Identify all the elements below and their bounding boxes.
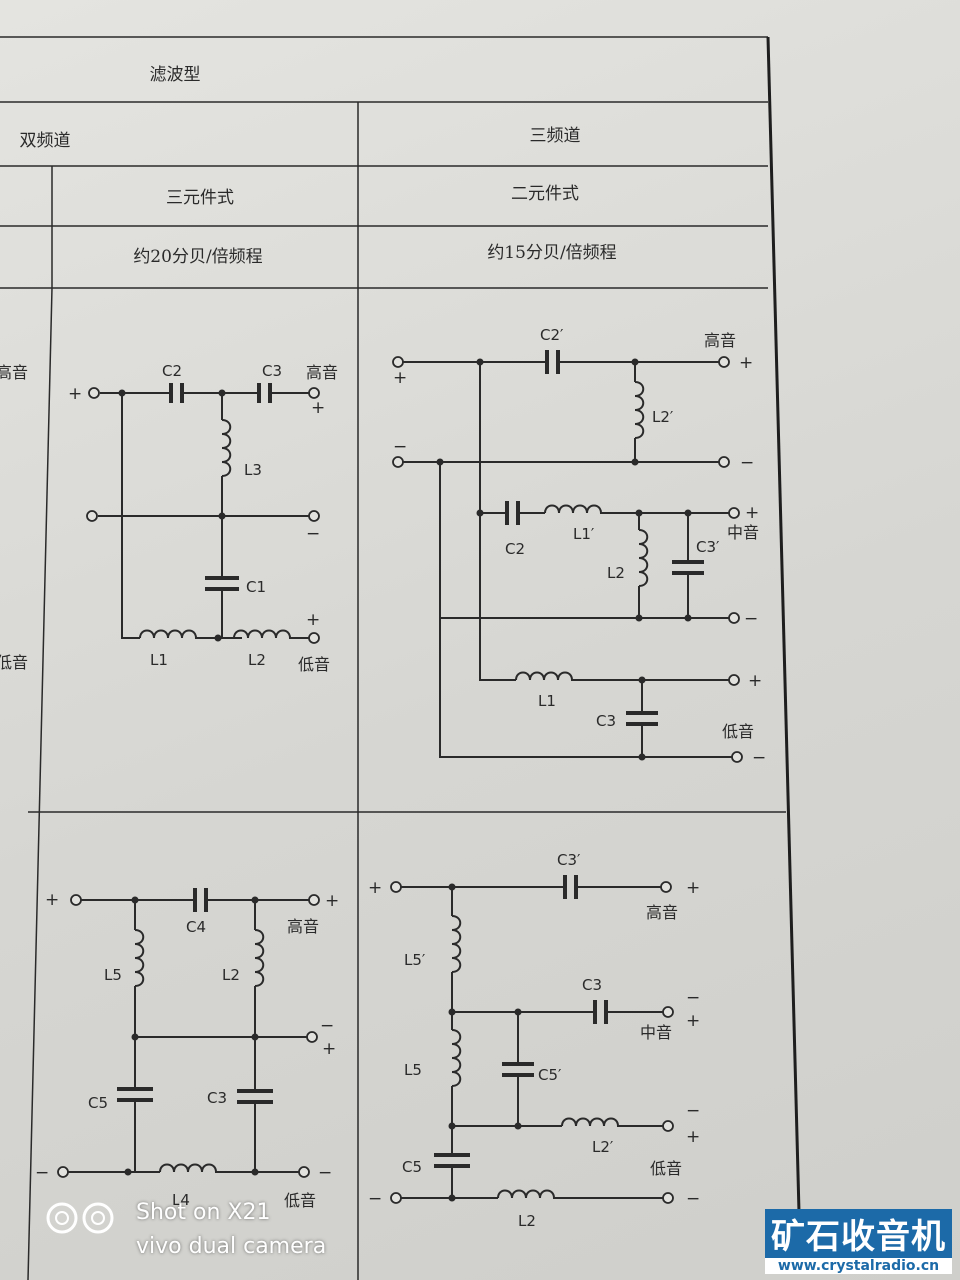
header-two-element: 二元件式 — [511, 184, 579, 204]
label-c5: C5 — [88, 1094, 108, 1112]
label-c3: C3 — [207, 1089, 227, 1107]
circuit-three-band-bottom: + C3′ + 高音 L5′ C3 − 中音 + L5 C5′ − + L2′ … — [368, 851, 700, 1230]
camera-lens-icon — [46, 1202, 114, 1234]
output-mid-minus: − — [686, 988, 700, 1008]
header-two-band: 双频道 — [20, 131, 71, 151]
output-high-plus: + — [311, 398, 325, 418]
left-edge-low-label: 低音 — [0, 653, 28, 672]
output-high-plus: + — [325, 891, 339, 911]
output-low-label: 低音 — [284, 1191, 316, 1210]
input-plus-label: + — [393, 368, 407, 388]
output-high-label: 高音 — [646, 903, 678, 922]
circuit-two-band-bottom: + C4 + 高音 L5 L2 − + C5 C3 − − L4 低音 — [35, 888, 339, 1210]
label-c3: C3 — [582, 976, 602, 994]
label-l3: L3 — [244, 461, 262, 479]
output-low-plus: + — [748, 671, 762, 691]
output-high-plus: + — [739, 353, 753, 373]
output-mid-label: 中音 — [727, 523, 759, 542]
output-low-label: 低音 — [298, 655, 330, 674]
output-mid-plus: + — [686, 1011, 700, 1031]
camera-watermark — [44, 1198, 124, 1242]
header-three-band: 三频道 — [530, 126, 581, 146]
label-l5: L5 — [104, 966, 122, 984]
input-plus-label: + — [368, 878, 382, 898]
label-c3-prime: C3′ — [557, 851, 581, 869]
table-grid — [0, 36, 802, 1280]
output-high-label: 高音 — [704, 331, 736, 350]
label-c2: C2 — [505, 540, 525, 558]
label-c2-prime: C2′ — [540, 326, 564, 344]
header-slope-20db: 约20分贝/倍频程 — [133, 247, 262, 267]
circuit-three-band-two-element: + − C2′ 高音 + L2′ − C2 L1′ + 中音 C3′ L2 − … — [392, 326, 766, 768]
input-minus-label: − — [393, 437, 407, 457]
label-c3: C3 — [262, 362, 282, 380]
input-minus-label: − — [35, 1163, 49, 1183]
label-l1: L1 — [538, 692, 556, 710]
output-high-minus: − — [306, 524, 320, 544]
label-l2: L2 — [248, 651, 266, 669]
header-slope-15db: 约15分贝/倍频程 — [487, 243, 616, 263]
output-low-label: 低音 — [722, 722, 754, 741]
output-low-plus: + — [306, 610, 320, 630]
output-high-label: 高音 — [306, 363, 338, 382]
output-low-plus: + — [686, 1127, 700, 1147]
label-l1-prime: L1′ — [573, 525, 595, 543]
label-l2-prime: L2′ — [592, 1138, 614, 1156]
output-low-minus: − — [686, 1101, 700, 1121]
output-mid-plus: + — [322, 1039, 336, 1059]
site-logo-name: 矿石收音机 — [765, 1209, 952, 1258]
label-l2: L2 — [222, 966, 240, 984]
output-high-label: 高音 — [287, 917, 319, 936]
label-l2-prime: L2′ — [652, 408, 674, 426]
output-low-minus: − — [752, 748, 766, 768]
output-low-minus: − — [318, 1163, 332, 1183]
label-l5-prime: L5′ — [404, 951, 426, 969]
label-c5-prime: C5′ — [538, 1066, 562, 1084]
output-high-minus: − — [740, 453, 754, 473]
output-mid-plus: + — [745, 503, 759, 523]
label-c1: C1 — [246, 578, 266, 596]
label-l2: L2 — [518, 1212, 536, 1230]
input-plus-label: + — [45, 890, 59, 910]
site-logo-url: www.crystalradio.cn — [765, 1258, 952, 1274]
label-c2: C2 — [162, 362, 182, 380]
label-l4: L4 — [172, 1191, 190, 1209]
output-low-minus-2: − — [686, 1189, 700, 1209]
header-filter-type: 滤波型 — [150, 65, 201, 85]
site-logo: 矿石收音机 www.crystalradio.cn — [765, 1209, 952, 1274]
header-three-element: 三元件式 — [166, 188, 234, 208]
input-minus-label: − — [368, 1189, 382, 1209]
label-c3: C3 — [596, 712, 616, 730]
watermark-line1: Shot on X21 — [136, 1200, 271, 1225]
label-l1: L1 — [150, 651, 168, 669]
circuit-two-band-three-element: + C2 C3 高音 + L3 − C1 + L1 L2 低音 — [68, 362, 338, 674]
output-low-label: 低音 — [650, 1159, 682, 1178]
output-high-plus: + — [686, 878, 700, 898]
label-l5: L5 — [404, 1061, 422, 1079]
output-mid-minus: − — [744, 609, 758, 629]
label-l2: L2 — [607, 564, 625, 582]
label-c3-prime: C3′ — [696, 538, 720, 556]
output-mid-minus: − — [320, 1016, 334, 1036]
input-plus-label: + — [68, 384, 82, 404]
output-mid-label: 中音 — [640, 1023, 672, 1042]
left-edge-high-label: 高音 — [0, 363, 28, 382]
label-c5: C5 — [402, 1158, 422, 1176]
watermark-line2: vivo dual camera — [136, 1234, 327, 1259]
label-c4: C4 — [186, 918, 206, 936]
